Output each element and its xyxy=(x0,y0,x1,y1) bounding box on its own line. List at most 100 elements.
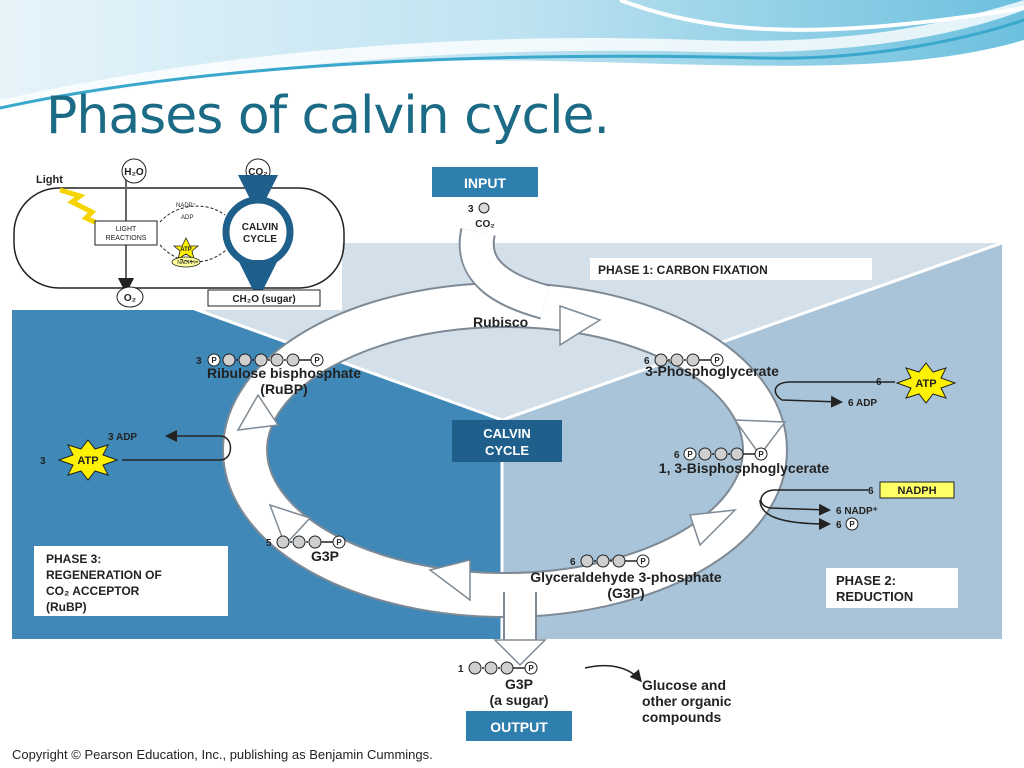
out-g3p-line1: G3P xyxy=(505,676,533,692)
header-decoration xyxy=(0,0,1024,112)
out-g3p-phosphate xyxy=(524,661,538,675)
input-label: INPUT xyxy=(464,175,506,191)
nadph-label: NADPH xyxy=(897,485,936,497)
phase2-line2: REDUCTION xyxy=(836,589,913,604)
rubp-phosphate xyxy=(207,353,221,367)
glucose-line1: Glucose and xyxy=(642,677,726,693)
g3p5-phosphate-symbol: P xyxy=(336,538,342,547)
bpg-name: 1, 3-Bisphosphoglycerate xyxy=(659,460,830,476)
g3p-phosphate-symbol: P xyxy=(640,557,646,566)
nadp-out-label: 6 NADP⁺ xyxy=(836,506,878,517)
slide-title: Phases of calvin cycle. xyxy=(46,86,610,146)
inset-light-reactions-line2: REACTIONS xyxy=(106,235,147,242)
phase3-line4: (RuBP) xyxy=(46,600,87,614)
glucose-line2: other organic xyxy=(642,693,732,709)
pga-phosphate xyxy=(710,353,724,367)
glucose-line3: compounds xyxy=(642,709,722,725)
inset-calvin-line1: CALVIN xyxy=(242,222,278,233)
inset-o2-label: O₂ xyxy=(124,293,136,304)
pga-phosphate-symbol: P xyxy=(714,356,720,365)
inset-atp-label: ATP xyxy=(180,247,192,253)
input-co2-molecule xyxy=(478,202,490,214)
g3p-phosphate xyxy=(636,554,650,568)
chloroplast-inset: Light H₂O CO₂ NADP⁺ ADP ATP NADPH LIGHT … xyxy=(12,158,345,310)
atp-star-icon xyxy=(895,362,957,404)
bpg-carbon xyxy=(698,447,712,461)
bpg-phosphate xyxy=(683,447,697,461)
input-co2-label: CO₂ xyxy=(475,219,494,230)
out-count: 1 xyxy=(458,664,464,675)
pga-name: 3-Phosphoglycerate xyxy=(645,363,779,379)
out-g3p-carbon xyxy=(500,661,514,675)
input-box xyxy=(432,167,538,197)
inset-nadph-label: NADPH xyxy=(177,260,195,266)
g3p-carbon xyxy=(580,554,594,568)
phase3-line1: PHASE 3: xyxy=(46,552,101,566)
bpg-carbon xyxy=(730,447,744,461)
g3p5-name: G3P xyxy=(311,548,339,564)
rubp-count: 3 xyxy=(196,356,202,367)
rubp-carbon xyxy=(270,353,284,367)
g3p-name-line2: (G3P) xyxy=(607,585,644,601)
phase3-box xyxy=(34,546,228,616)
g3p5-carbon xyxy=(292,535,306,549)
phase2-box xyxy=(826,568,958,608)
copyright-notice: Copyright © Pearson Education, Inc., pub… xyxy=(12,747,433,762)
atp3-star-icon xyxy=(57,439,119,481)
g3p5-carbon xyxy=(308,535,322,549)
g3p-carbon xyxy=(612,554,626,568)
atp-in-arrow xyxy=(774,381,895,408)
pi-count: 6 xyxy=(836,520,842,531)
molecule-chains: P P P P P P P P xyxy=(207,353,768,675)
bpg-phosphate xyxy=(754,447,768,461)
rubp-carbon xyxy=(254,353,268,367)
center-box xyxy=(452,420,562,462)
inset-nadp-label: NADP⁺ xyxy=(176,202,196,209)
inset-h2o-label: H₂O xyxy=(124,167,144,178)
rubp-phosphate-symbol: P xyxy=(211,356,217,365)
rubp-carbon xyxy=(222,353,236,367)
bpg-count: 6 xyxy=(674,450,680,461)
phase3-line2: REGENERATION OF xyxy=(46,568,162,582)
nadph-arrow xyxy=(760,489,868,516)
glucose-arrow xyxy=(584,664,642,683)
bpg-phosphate-symbol: P xyxy=(687,450,693,459)
rubp-name-line2: (RuBP) xyxy=(260,381,307,397)
inset-calvin-line2: CYCLE xyxy=(243,234,277,245)
rubp-carbon xyxy=(238,353,252,367)
pga-carbon xyxy=(654,353,668,367)
out-g3p-phosphate-symbol: P xyxy=(528,664,534,673)
atp3-label: ATP xyxy=(77,455,98,467)
output-box xyxy=(466,711,572,741)
pi-arrow xyxy=(759,499,831,530)
phase1-box xyxy=(590,258,872,280)
g3p5-carbon xyxy=(276,535,290,549)
center-line1: CALVIN xyxy=(483,426,530,441)
pga-count: 6 xyxy=(644,356,650,367)
adp-out-label: 6 ADP xyxy=(848,398,877,409)
pga-carbon xyxy=(670,353,684,367)
rubp-phosphate-symbol: P xyxy=(314,356,320,365)
output-label: OUTPUT xyxy=(490,719,548,735)
rubp-name-line1: Ribulose bisphosphate xyxy=(207,365,361,381)
atp3-count: 3 xyxy=(40,456,46,467)
inset-adp-label: ADP xyxy=(181,215,193,221)
nadph-count: 6 xyxy=(868,486,874,497)
out-g3p-line2: (a sugar) xyxy=(489,692,548,708)
bpg-carbon xyxy=(714,447,728,461)
atp-in-label: ATP xyxy=(915,378,936,390)
bpg-phosphate-symbol: P xyxy=(758,450,764,459)
out-g3p-carbon xyxy=(468,661,482,675)
inset-light-label: Light xyxy=(36,174,63,186)
input-count: 3 xyxy=(468,204,474,215)
phase3-line3: CO₂ ACCEPTOR xyxy=(46,584,140,598)
nadph-box xyxy=(879,481,955,499)
adp3-label: 3 ADP xyxy=(108,432,137,443)
pi-phosphate-symbol: P xyxy=(849,520,855,529)
g3p5-count: 5 xyxy=(266,538,272,549)
inset-light-reactions-line1: LIGHT xyxy=(116,226,137,233)
rubp-phosphate xyxy=(310,353,324,367)
center-line2: CYCLE xyxy=(485,443,529,458)
